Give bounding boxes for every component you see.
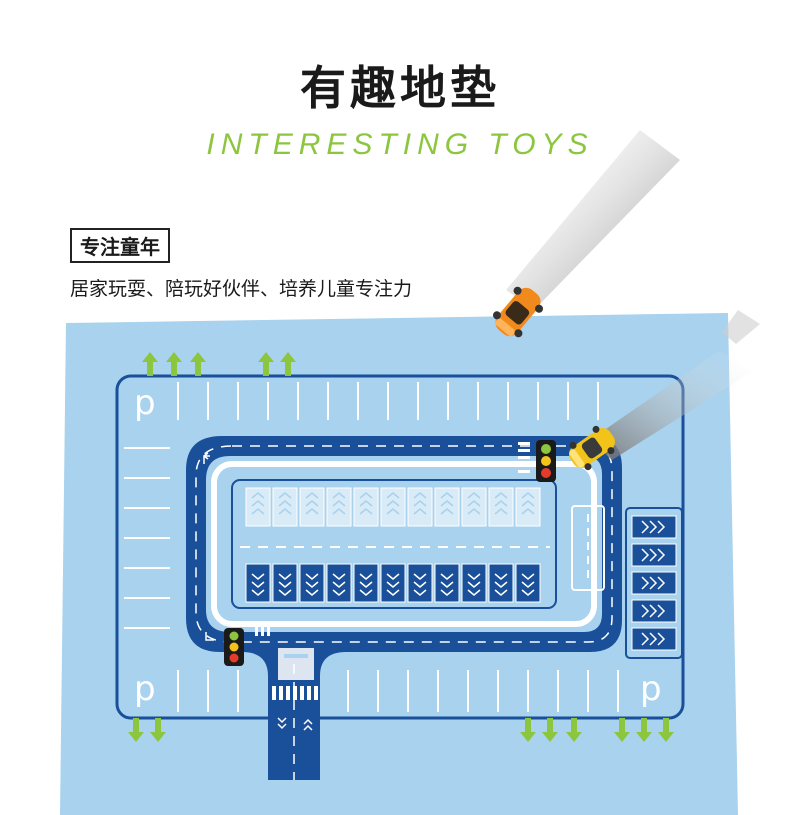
feature-description: 居家玩耍、陪玩好伙伴、培养儿童专注力 — [70, 278, 413, 300]
parking-letter-bottom-right: p — [640, 669, 662, 709]
parking-letter-bottom-left: p — [134, 669, 156, 709]
feature-tag: 专注童年 — [70, 228, 170, 263]
crosswalk-top — [518, 442, 530, 473]
right-slot-frame — [625, 507, 683, 659]
inner-loop-track — [211, 461, 597, 627]
traffic-light-icon — [536, 440, 556, 482]
upper-slot-chevrons — [251, 492, 535, 515]
right-slot-stack — [631, 515, 677, 651]
up-arrow-icon — [142, 352, 296, 376]
toy-car-icon — [568, 425, 616, 471]
left-slot-lines — [124, 447, 170, 629]
road-turn-arrow-bottom — [205, 632, 214, 641]
entry-chevrons — [277, 717, 313, 731]
crosswalk-entry — [272, 686, 318, 700]
crosswalk-left — [255, 622, 270, 636]
upper-slot-row — [245, 487, 541, 527]
down-arrow-icon — [128, 718, 674, 742]
road-turn-arrow-top — [203, 452, 210, 464]
right-slot-chevrons — [641, 520, 666, 646]
page-subtitle: INTERESTING TOYS — [206, 128, 594, 161]
bottom-slot-lines — [177, 670, 619, 712]
motion-trail-orange-car — [506, 130, 680, 310]
center-island — [231, 479, 557, 609]
toy-car-icon — [492, 286, 544, 338]
motion-trail-yellow-car — [590, 350, 752, 460]
road-inner-cutout — [206, 456, 602, 632]
top-slot-lines — [177, 382, 599, 420]
small-island — [571, 505, 605, 591]
parking-letter-top-left: p — [134, 383, 156, 423]
page-title: 有趣地垫 — [300, 61, 500, 115]
gate-booth — [278, 648, 314, 680]
traffic-light-icon — [224, 628, 244, 666]
lower-slot-chevrons — [251, 573, 535, 596]
